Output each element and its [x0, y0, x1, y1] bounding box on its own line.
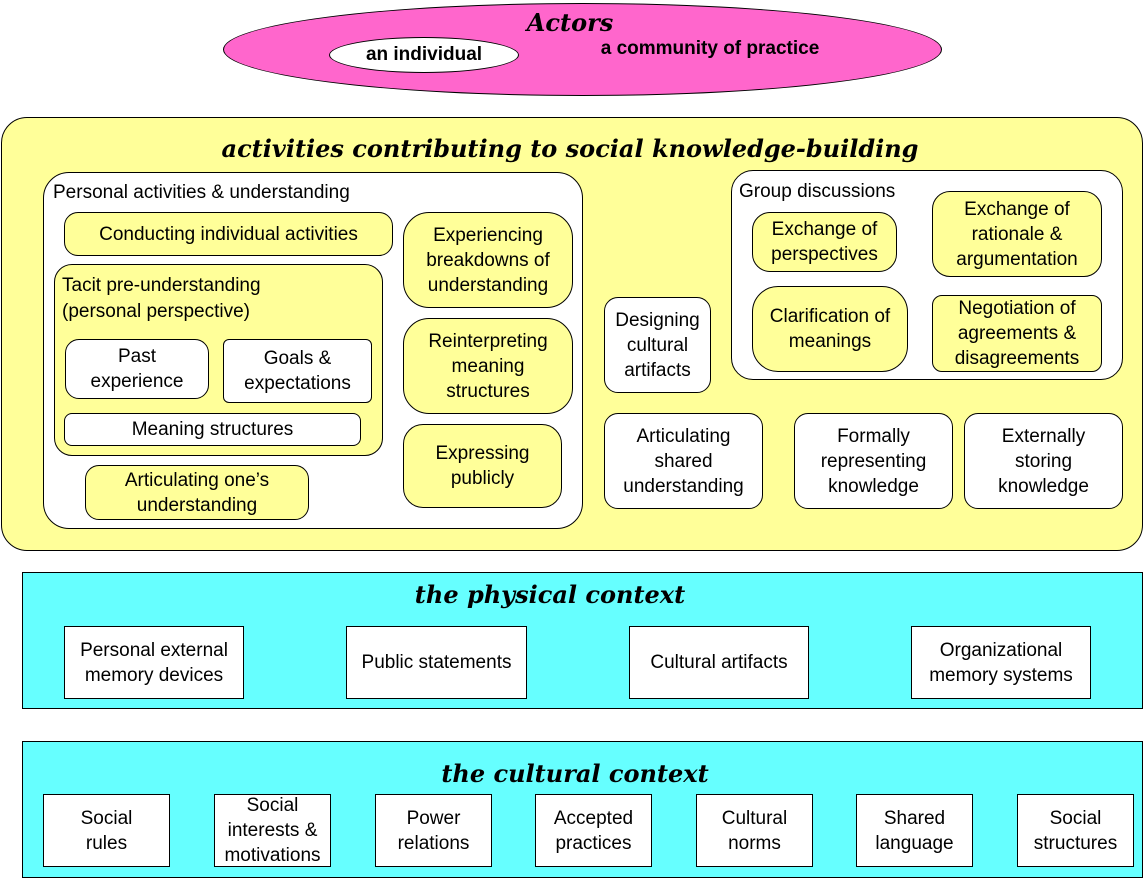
cultural-item-social-rules: Social rules [43, 794, 170, 867]
tacit-preunderstanding-title: Tacit pre-understanding (personal perspe… [62, 275, 261, 322]
clarification-meanings-node: Clarification of meanings [752, 286, 908, 372]
cultural-item-cultural-norms: Cultural norms [696, 794, 813, 867]
activities-title: activities contributing to social knowle… [221, 133, 919, 163]
reinterpreting-meaning-node: Reinterpreting meaning structures [403, 318, 573, 414]
physical-item-public-statements: Public statements [346, 626, 527, 699]
designing-artifacts-node: Designing cultural artifacts [604, 297, 711, 393]
physical-item-personal-memory: Personal external memory devices [64, 626, 244, 699]
formally-representing-node: Formally representing knowledge [794, 413, 953, 509]
articulating-shared-node: Articulating shared understanding [604, 413, 763, 509]
physical-item-organizational-memory: Organizational memory systems [911, 626, 1091, 699]
physical-context-title: the physical context [414, 579, 686, 609]
physical-item-cultural-artifacts: Cultural artifacts [629, 626, 809, 699]
cultural-context-title: the cultural context [441, 758, 709, 788]
cultural-item-shared-language: Shared language [856, 794, 973, 867]
actor-community: a community of practice [600, 38, 820, 59]
negotiation-agreements-node: Negotiation of agreements & disagreement… [932, 295, 1102, 372]
meaning-structures-node: Meaning structures [64, 413, 361, 446]
cultural-item-social-structures: Social structures [1017, 794, 1134, 867]
cultural-item-social-interests: Social interests & motivations [214, 794, 331, 867]
exchange-perspectives-node: Exchange of perspectives [752, 212, 897, 272]
actor-individual: an individual [329, 37, 519, 73]
past-experience-node: Past experience [65, 339, 209, 399]
group-discussions-title: Group discussions [739, 181, 896, 202]
cultural-item-power-relations: Power relations [375, 794, 492, 867]
goals-expectations-node: Goals & expectations [223, 339, 372, 403]
actors-title: Actors [526, 7, 614, 37]
experiencing-breakdowns-node: Experiencing breakdowns of understanding [403, 212, 573, 308]
expressing-publicly-node: Expressing publicly [403, 424, 562, 508]
cultural-item-accepted-practices: Accepted practices [535, 794, 652, 867]
exchange-rationale-node: Exchange of rationale & argumentation [932, 191, 1102, 277]
articulating-understanding-node: Articulating one’s understanding [85, 465, 309, 520]
externally-storing-node: Externally storing knowledge [964, 413, 1123, 509]
conducting-activities-node: Conducting individual activities [64, 212, 393, 256]
personal-activities-title: Personal activities & understanding [53, 182, 350, 203]
